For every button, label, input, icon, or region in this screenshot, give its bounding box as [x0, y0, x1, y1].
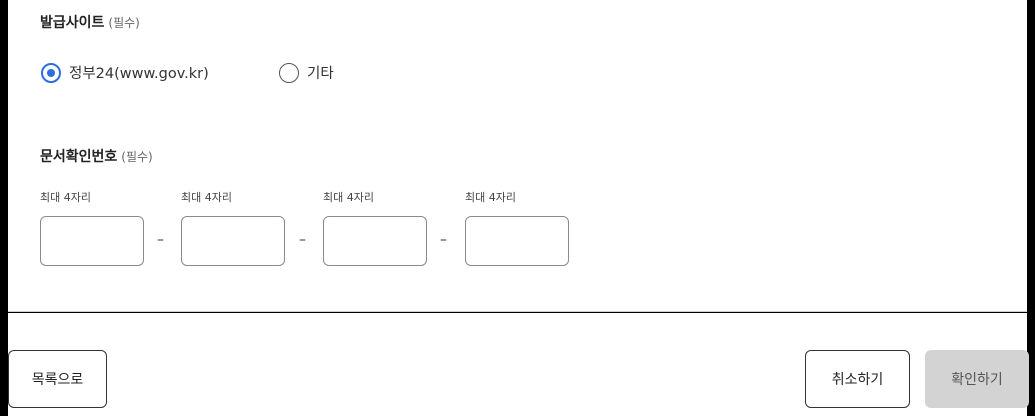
doc-number-input-1[interactable]	[40, 216, 144, 266]
issuing-site-label-text: 발급사이트	[40, 15, 105, 31]
field-caption-4: 최대 4자리	[465, 191, 516, 204]
radio-other-label: 기타	[307, 66, 334, 82]
field-caption-1: 최대 4자리	[40, 191, 91, 204]
required-marker: (필수)	[121, 150, 153, 164]
cancel-button[interactable]: 취소하기	[805, 350, 910, 408]
issuing-site-label: 발급사이트(필수)	[40, 12, 140, 32]
form-panel: 발급사이트(필수) 정부24(www.gov.kr) 기타 문서확인번호(필수)…	[8, 0, 1027, 312]
radio-checked-icon[interactable]	[41, 62, 61, 83]
radio-other[interactable]: 기타	[279, 62, 334, 83]
field-caption-2: 최대 4자리	[181, 191, 232, 204]
doc-number-input-2[interactable]	[181, 216, 285, 266]
button-bar: 목록으로 취소하기 확인하기	[8, 313, 1029, 416]
field-caption-3: 최대 4자리	[323, 191, 374, 204]
doc-number-input-4[interactable]	[465, 216, 569, 266]
separator-dash: –	[299, 232, 306, 248]
separator-dash: –	[157, 232, 164, 248]
required-marker: (필수)	[108, 16, 140, 30]
doc-number-label-text: 문서확인번호	[40, 149, 118, 165]
radio-gov24-label: 정부24(www.gov.kr)	[69, 66, 209, 82]
radio-unchecked-icon[interactable]	[279, 62, 299, 83]
confirm-button[interactable]: 확인하기	[925, 350, 1029, 408]
doc-number-label: 문서확인번호(필수)	[40, 146, 153, 166]
doc-number-input-3[interactable]	[323, 216, 427, 266]
back-to-list-button[interactable]: 목록으로	[8, 350, 107, 408]
radio-gov24[interactable]: 정부24(www.gov.kr)	[41, 62, 209, 83]
separator-dash: –	[440, 232, 447, 248]
